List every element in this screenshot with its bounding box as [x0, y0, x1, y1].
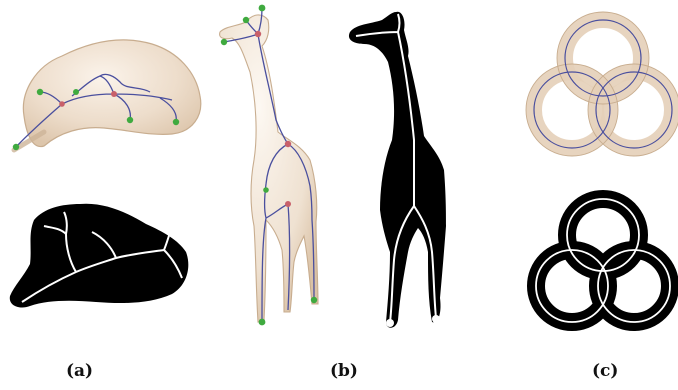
giraffe-silhouette-hoof	[386, 319, 394, 327]
giraffe-silhouette-hoof	[432, 315, 440, 323]
giraffe-silhouette	[349, 12, 446, 328]
mouse-endpoint-node	[13, 144, 19, 150]
panel-a-silhouette	[10, 204, 189, 308]
giraffe-junction-node	[285, 201, 291, 207]
panel-a-3d-render	[13, 40, 201, 150]
giraffe-endpoint-node	[311, 297, 317, 303]
panel-b-silhouette	[349, 12, 446, 328]
giraffe-endpoint-node	[259, 5, 266, 12]
giraffe-junction-node	[285, 141, 291, 147]
giraffe-endpoint-node	[259, 319, 266, 326]
mouse-junction-node	[111, 91, 117, 97]
giraffe-endpoint-node	[243, 17, 249, 23]
panel-c-3d-render	[526, 12, 678, 156]
mouse-endpoint-node	[73, 89, 79, 95]
mouse-endpoint-node	[173, 119, 179, 125]
giraffe-endpoint-node	[263, 187, 269, 193]
mouse-junction-node	[59, 101, 65, 107]
giraffe-endpoint-node	[221, 39, 227, 45]
panel-c-silhouette	[536, 199, 670, 322]
panel-b-caption: (b)	[330, 361, 358, 381]
giraffe-junction-node	[255, 31, 261, 37]
panel-b-3d-render	[220, 5, 318, 326]
panel-c-caption: (c)	[592, 361, 618, 381]
mouse-endpoint-node	[127, 117, 133, 123]
mouse-endpoint-node	[37, 89, 43, 95]
panel-a-caption: (a)	[66, 361, 93, 381]
